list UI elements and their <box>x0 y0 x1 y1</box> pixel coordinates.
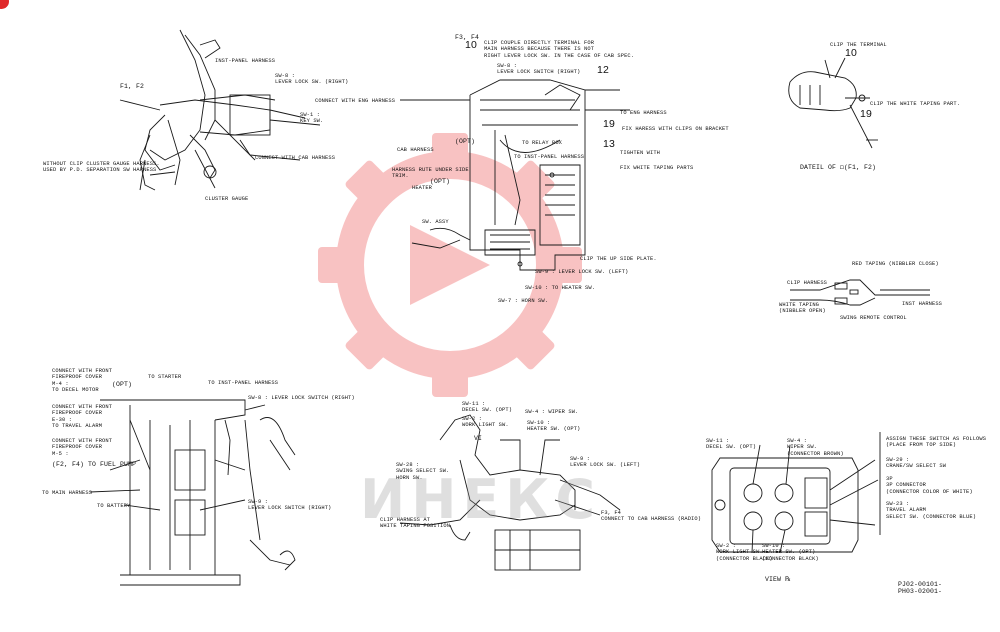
label-m4-decel-motor: M-4 : TO DECEL MOTOR <box>52 381 99 394</box>
label-sw10-heater-black: SW-10 : HEATER SW. (OPT) (CONNECTOR BLAC… <box>762 543 819 562</box>
label-sw10-to-heater: SW-10 : TO HEATER SW. <box>525 285 596 291</box>
label-sw11-decel: SW-11 : DECEL SW. (OPT) <box>706 438 757 451</box>
label-clip-harness: CLIP HARNESS <box>787 280 828 286</box>
label-f3-f4-radio: F3, F4 CONNECT TO CAB HARNESS (RADIO) <box>601 510 702 523</box>
label-part-19: 19 <box>603 118 615 130</box>
label-view-vi: VI <box>474 435 483 442</box>
label-3p-connector: 3P 3P CONNECTOR (CONNECTOR COLOR OF WHIT… <box>886 476 973 495</box>
label-to-relay-box: TO RELAY BOX <box>522 140 563 146</box>
label-sw7-horn: SW-7 : HORN SW. <box>498 298 549 304</box>
label-tighten-with: TIGHTEN WITH <box>620 150 661 156</box>
panel-f-lever-assembly <box>399 414 621 571</box>
panel-c-detail <box>788 57 878 149</box>
corner-badge[interactable]: ⚙ <box>0 0 9 9</box>
label-part-12: 12 <box>597 64 609 76</box>
label-sw8-lever-lock-right: SW-8 : LEVER LOCK SW. (RIGHT) <box>275 73 349 86</box>
label-e30-travel-alarm: E-30 : TO TRAVEL ALARM <box>52 417 103 430</box>
label-f2-f4-fuel-pump: (F2, F4) TO FUEL PUMP <box>52 461 137 468</box>
label-opt: (OPT) <box>430 178 451 185</box>
panel-b-frame <box>400 79 630 271</box>
label-red-taping: RED TAPING (NIBBLER CLOSE) <box>852 261 939 267</box>
label-connect-front-fireproof: CONNECT WITH FRONT FIREPROOF COVER <box>52 404 113 417</box>
watermark-gear-icon <box>318 133 582 397</box>
label-sw1-key-switch: SW-1 : KEY SW. <box>300 112 324 125</box>
label-part-10: 10 <box>465 39 477 51</box>
label-white-taping: WHITE TAPING (NIBBLER OPEN) <box>779 302 826 315</box>
label-sw9-lever-lock-right: SW-9 : LEVER LOCK SWITCH (RIGHT) <box>248 499 332 512</box>
label-assign-switch-note: ASSIGN THESE SWITCH AS FOLLOWS (PLACE FR… <box>886 436 987 449</box>
label-opt: (OPT) <box>455 138 476 145</box>
label-sw9-lever-lock-left: SW-9 : LEVER LOCK SW. (LEFT) <box>535 269 629 275</box>
label-clip-white-taping: CLIP THE WHITE TAPING PART. <box>870 101 961 107</box>
label-fix-white-taping: FIX WHITE TAPING PARTS <box>620 165 694 171</box>
label-clip-the-terminal: CLIP THE TERMINAL <box>830 42 887 48</box>
label-sw11-decel: SW-11 : DECEL SW. (OPT) <box>462 401 513 414</box>
label-to-eng-harness: TO ENG HARNESS <box>620 110 667 116</box>
label-sw2-work-light: SW-2 : WORK LIGHT SW. <box>462 416 509 429</box>
label-cluster-gauge: CLUSTER GAUGE <box>205 196 249 202</box>
label-fix-harness-clips: FIX HARESS WITH CLIPS ON BRACKET <box>622 126 729 132</box>
label-to-battery: TO BATTERY <box>97 503 131 509</box>
label-sw-assy: SW. ASSY <box>422 219 449 225</box>
label-sw28-swing-select: SW-28 : SWING SELECT SW. HORN SW. <box>396 462 450 481</box>
label-detail-f1-f2: DATEIL OF ◻(F1, F2) <box>800 164 877 171</box>
label-cab-harness: CAB HARNESS <box>397 147 434 153</box>
label-to-inst-panel-harness: TO INST-PANEL HARNESS <box>514 154 585 160</box>
label-to-starter: TO STARTER <box>148 374 182 380</box>
label-sw8-lever-lock-right: SW-8 : LEVER LOCK SWITCH (RIGHT) <box>497 63 581 76</box>
label-clip-harness-white-taping: CLIP HARNESS AT WHITE TAPING POSITION <box>380 517 451 530</box>
label-f1-f2: F1, F2 <box>120 83 145 90</box>
label-sw2-work-light-black: SW-2 : WORK LIGHT SW. (CONNECTOR BLACK) <box>716 543 773 562</box>
label-clip-up-side-plate: CLIP THE UP SIDE PLATE. <box>580 256 657 262</box>
label-sw10-heater: SW-10 : HEATER SW. (OPT) <box>527 420 581 433</box>
label-part-13: 13 <box>603 138 615 150</box>
label-connect-eng-harness: CONNECT WITH ENG HARNESS <box>315 98 396 104</box>
watermark-text: ИНЕКС <box>360 468 602 531</box>
label-sw23-travel-alarm: SW-23 : TRAVEL ALARM SELECT SW. (CONNECT… <box>886 501 977 520</box>
label-clip-couple-note: CLIP COUPLE DIRECTLY TERMINAL FOR MAIN H… <box>484 40 635 59</box>
label-connect-front-fireproof: CONNECT WITH FRONT FIREPROOF COVER <box>52 438 113 451</box>
label-sw9-lever-lock-left: SW-9 : LEVER LOCK SW. (LEFT) <box>570 456 641 469</box>
label-part-19: 19 <box>860 108 872 120</box>
label-inst-harness: INST HARNESS <box>902 301 943 307</box>
label-view-r: VIEW ℞ <box>765 576 791 583</box>
label-swing-remote-control: SWING REMOTE CONTROL <box>840 315 907 321</box>
label-harness-route-note: HARNESS RUTE UNDER SIDE TRIM. <box>392 167 469 180</box>
panel-e-cab-side <box>89 399 296 586</box>
label-sw4-wiper: SW-4 : WIPER SW. <box>525 409 579 415</box>
label-part-10: 10 <box>845 47 857 59</box>
panel-a-assembly <box>119 29 321 191</box>
label-m5: M-5 : <box>52 451 69 457</box>
label-sw4-wiper-brown: SW-4 : WIPER SW. (CONNECTOR BROWN) <box>787 438 844 457</box>
label-inst-panel-harness: INST-PANEL HARNESS <box>215 58 276 64</box>
panel-d-harness <box>790 279 930 306</box>
panel-g-switch-panel <box>711 432 881 554</box>
label-sw8-lever-lock-right: SW-8 : LEVER LOCK SWITCH (RIGHT) <box>248 395 355 401</box>
label-connect-front-fireproof: CONNECT WITH FRONT FIREPROOF COVER <box>52 368 113 381</box>
label-connect-cab-harness: CONNECT WITH CAB HARNESS <box>255 155 336 161</box>
label-heater: HEATER <box>412 185 433 191</box>
label-sw29-crane-select: SW-29 : CRANE/SW SELECT SW <box>886 457 947 470</box>
label-opt: (OPT) <box>112 381 133 388</box>
label-without-clip-note: WITHOUT CLIP CLUSTER GAUGE HARNESS. USED… <box>43 161 160 174</box>
document-codes: PJ02-00101- PH03-02001- <box>898 581 943 596</box>
label-f3-f4: F3, F4 <box>455 34 480 41</box>
label-to-main-harness: TO MAIN HARNESS <box>42 490 93 496</box>
label-to-inst-panel-harness: TO INST-PANEL HARNESS <box>208 380 279 386</box>
